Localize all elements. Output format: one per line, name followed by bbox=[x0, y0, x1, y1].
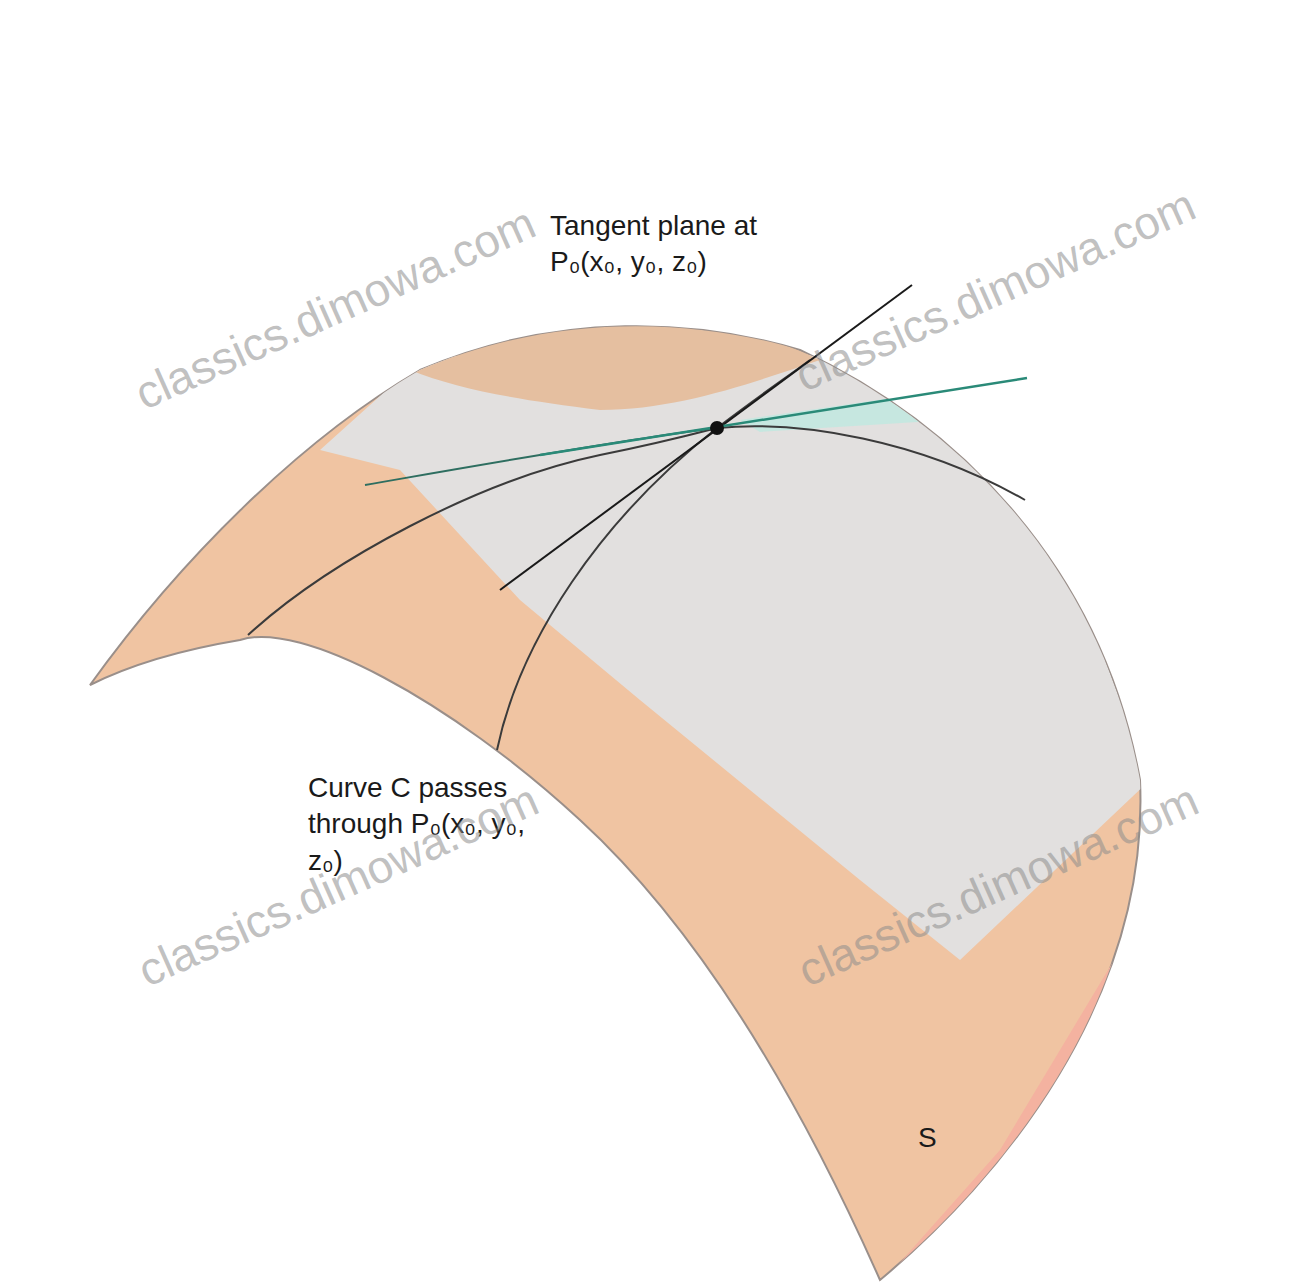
surface-shade bbox=[880, 900, 1150, 1285]
tangent-highlight bbox=[740, 378, 1030, 432]
surface-curve bbox=[248, 426, 1025, 635]
watermark: classics.dimowa.com bbox=[130, 772, 547, 997]
tangent-line-teal bbox=[540, 378, 1027, 455]
plane-label: Tangent plane at P₀(x₀, y₀, z₀) bbox=[550, 208, 820, 281]
point-p0 bbox=[710, 421, 724, 435]
surface-label: S bbox=[918, 1120, 958, 1156]
watermark: classics.dimowa.com bbox=[787, 177, 1204, 402]
